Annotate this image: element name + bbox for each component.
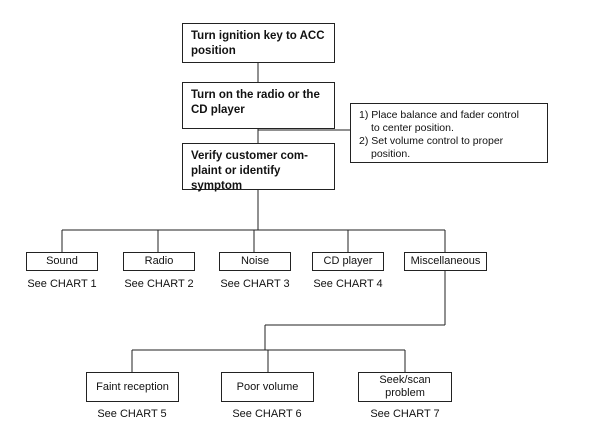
misc-poor-volume-box: Poor volume <box>221 372 314 402</box>
category-radio-box: Radio <box>123 252 195 271</box>
category-noise-box: Noise <box>219 252 291 271</box>
category-cd-player-chart: See CHART 4 <box>313 278 383 290</box>
note-line-2: to center position. <box>371 122 454 134</box>
category-sound-chart: See CHART 1 <box>27 278 97 290</box>
note-line-4: position. <box>371 148 411 160</box>
category-miscellaneous-label: Miscellaneous <box>410 255 481 267</box>
misc-faint-reception-chart: See CHART 5 <box>97 408 167 420</box>
category-radio-chart: See CHART 2 <box>124 278 194 290</box>
category-radio-label: Radio <box>144 255 174 267</box>
adjustment-note-box: 1) Place balance and fader control to ce… <box>350 103 548 163</box>
category-miscellaneous-box: Miscellaneous <box>404 252 487 271</box>
step-ignition-text: Turn ignition key to ACC position <box>191 30 325 57</box>
category-sound-label: Sound <box>46 255 78 267</box>
category-cd-player-label: CD player <box>323 255 373 267</box>
step-radio-text: Turn on the radio or the CD player <box>191 89 320 116</box>
misc-poor-volume-label: Poor volume <box>236 380 299 393</box>
step-verify-text: Verify customer com- plaint or identify … <box>191 150 308 192</box>
category-sound-box: Sound <box>26 252 98 271</box>
misc-faint-reception-box: Faint reception <box>86 372 179 402</box>
misc-faint-reception-label: Faint reception <box>96 380 169 393</box>
category-noise-label: Noise <box>240 255 270 267</box>
step-verify-box: Verify customer com- plaint or identify … <box>182 143 335 192</box>
step-ignition-box: Turn ignition key to ACC position <box>182 23 335 63</box>
note-line-1: 1) Place balance and fader control <box>359 109 519 121</box>
step-radio-box: Turn on the radio or the CD player <box>182 82 335 129</box>
misc-seek-scan-label: Seek/scan problem <box>379 374 431 399</box>
note-line-3: 2) Set volume control to proper <box>359 135 504 147</box>
misc-seek-scan-box: Seek/scan problem <box>358 372 452 402</box>
category-noise-chart: See CHART 3 <box>220 278 290 290</box>
misc-seek-scan-chart: See CHART 7 <box>370 408 440 420</box>
misc-poor-volume-chart: See CHART 6 <box>232 408 302 420</box>
category-cd-player-box: CD player <box>312 252 384 271</box>
